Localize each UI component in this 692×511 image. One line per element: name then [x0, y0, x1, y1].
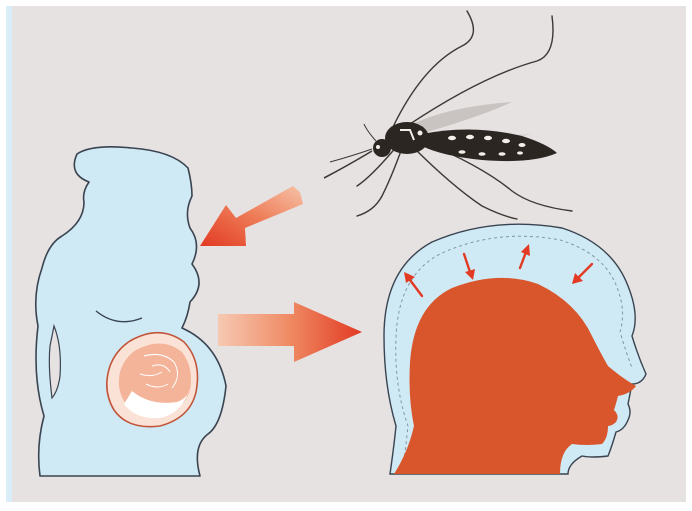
zika-microcephaly-diagram	[12, 6, 686, 502]
diagram-panel	[6, 6, 686, 502]
head-profile-microcephaly-icon	[384, 224, 646, 474]
